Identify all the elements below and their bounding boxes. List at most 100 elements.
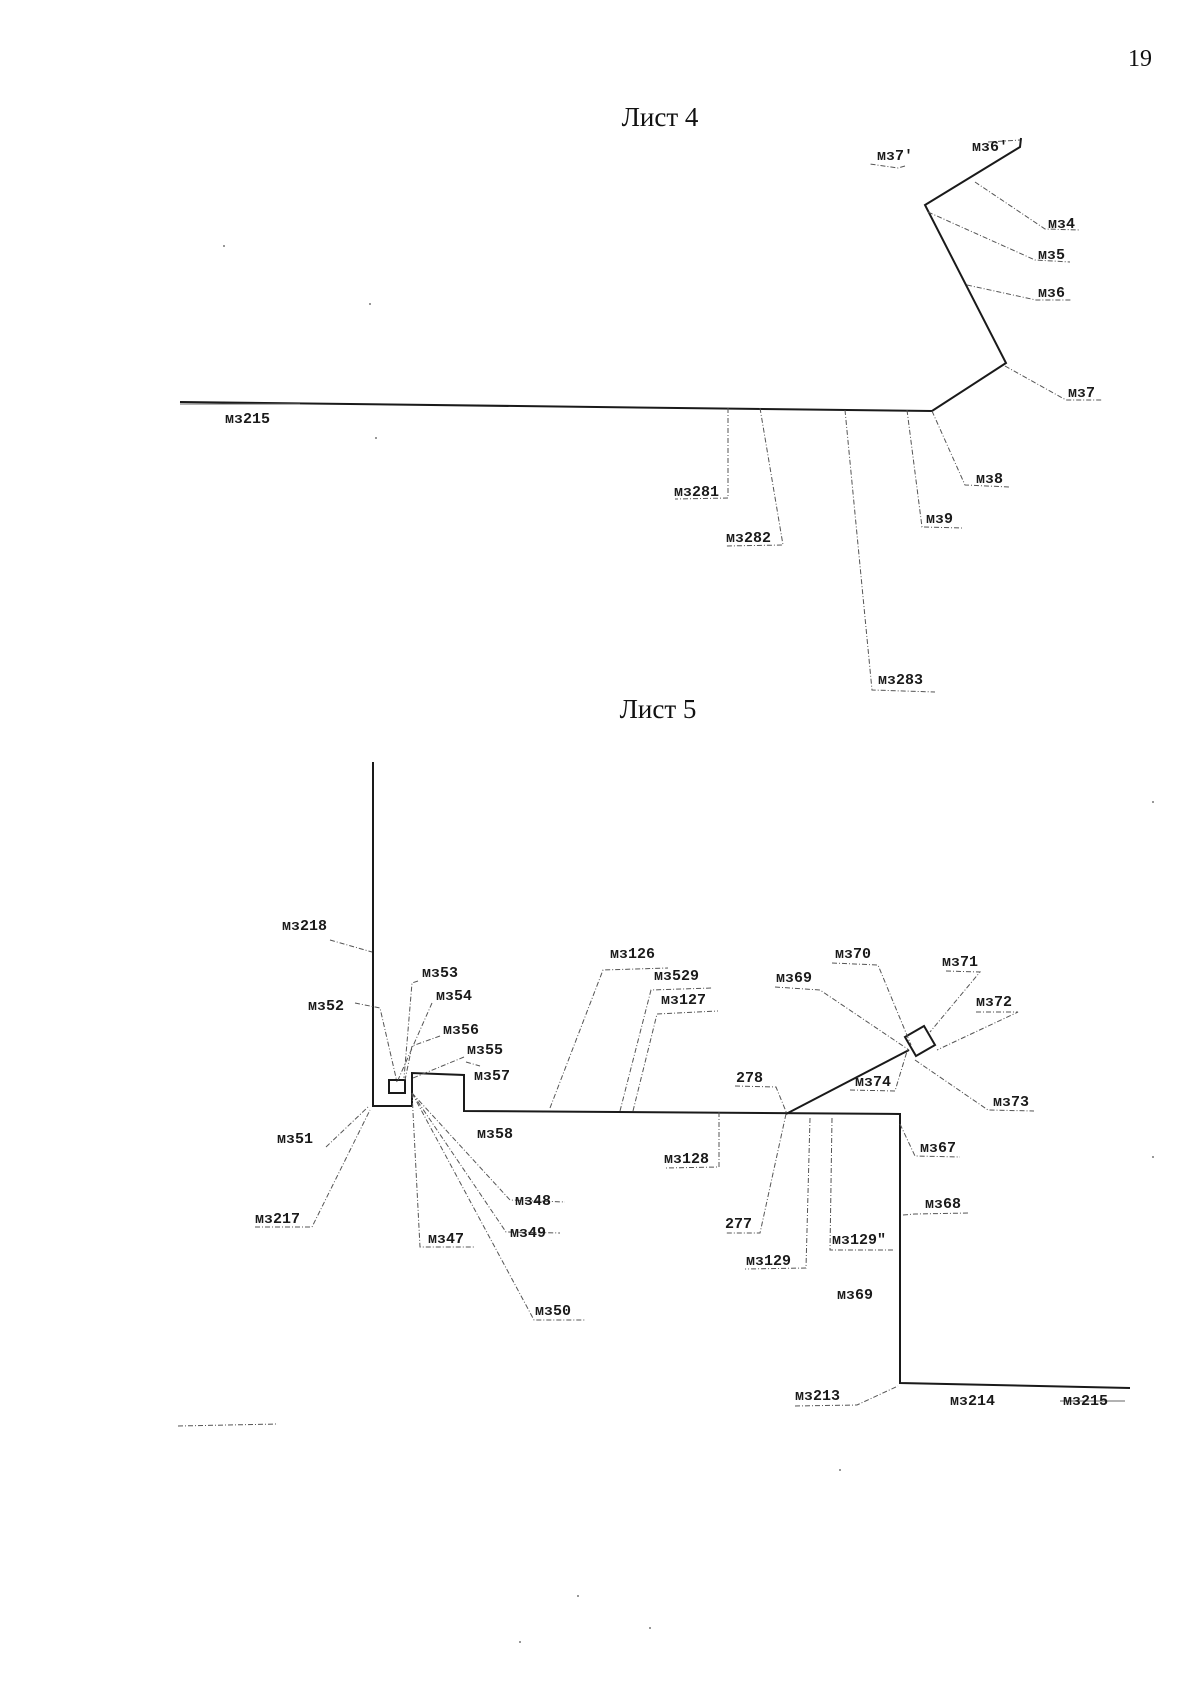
label-mz49: мз49 bbox=[510, 1225, 546, 1242]
leader-mz4 bbox=[974, 181, 1081, 231]
label-mz6p: мз6' bbox=[972, 139, 1008, 156]
label-mz73: мз73 bbox=[993, 1094, 1029, 1111]
label-mz127: мз127 bbox=[661, 992, 706, 1009]
label-mz67: мз67 bbox=[920, 1140, 956, 1157]
label-mz129: мз129 bbox=[746, 1253, 791, 1270]
leader-mz57 bbox=[465, 1061, 481, 1067]
leader-mz129 bbox=[744, 1117, 811, 1270]
leader-mz7 bbox=[1004, 365, 1102, 401]
valve-box-left bbox=[388, 1079, 406, 1094]
leader-mz69a bbox=[774, 986, 910, 1051]
leader-mz213 bbox=[794, 1385, 899, 1407]
label-mz53: мз53 bbox=[422, 965, 458, 982]
scan-speck bbox=[577, 1595, 579, 1597]
label-278: 278 bbox=[736, 1070, 763, 1087]
scan-speck bbox=[223, 245, 225, 247]
label-mz69-top: мз69 bbox=[776, 970, 812, 987]
label-mz215-sheet5: мз215 bbox=[1063, 1393, 1108, 1410]
leader-mz49 bbox=[411, 1092, 561, 1234]
label-mz74: мз74 bbox=[855, 1074, 891, 1091]
label-mz56: мз56 bbox=[443, 1022, 479, 1039]
leader-mz74 bbox=[849, 1047, 909, 1092]
leader-278 bbox=[734, 1085, 788, 1115]
label-mz8: мз8 bbox=[976, 471, 1003, 488]
leader-mz8 bbox=[931, 410, 1011, 488]
leader-mz126 bbox=[549, 967, 669, 1109]
label-mz54: мз54 bbox=[436, 988, 472, 1005]
leader-mz67 bbox=[899, 1123, 961, 1158]
label-mz58: мз58 bbox=[477, 1126, 513, 1143]
label-mz215-sheet4: мз215 bbox=[225, 411, 270, 428]
sheet5-vertical-main bbox=[372, 762, 412, 1107]
sheet-5-title: Лист 5 bbox=[619, 694, 697, 724]
label-mz218: мз218 bbox=[282, 918, 327, 935]
scan-speck bbox=[1152, 801, 1154, 803]
leader-mz55 bbox=[412, 1056, 465, 1079]
label-mz7p: мз7' bbox=[877, 148, 913, 165]
scan-artifacts bbox=[177, 245, 1154, 1643]
label-mz9: мз9 bbox=[926, 511, 953, 528]
sheet-4-title: Лист 4 bbox=[621, 102, 699, 132]
label-mz47: мз47 bbox=[428, 1231, 464, 1248]
leader-mz48 bbox=[411, 1092, 566, 1203]
label-mz69-bottom: мз69 bbox=[837, 1287, 873, 1304]
leader-mz218 bbox=[329, 939, 373, 953]
leader-mz283 bbox=[844, 409, 936, 693]
leader-mz50 bbox=[411, 1092, 585, 1321]
label-mz217: мз217 bbox=[255, 1211, 300, 1228]
leader-mz6 bbox=[966, 284, 1072, 301]
sheet5-loop-left bbox=[411, 1071, 1131, 1389]
label-277: 277 bbox=[725, 1216, 752, 1233]
label-mz529: мз529 bbox=[654, 968, 699, 985]
label-mz281: мз281 bbox=[674, 484, 719, 501]
label-mz5: мз5 bbox=[1038, 247, 1065, 264]
label-mz4: мз4 bbox=[1048, 216, 1075, 233]
scan-artifact-dash bbox=[177, 1423, 279, 1427]
label-mz214: мз214 bbox=[950, 1393, 995, 1410]
sheet4-main-line bbox=[179, 137, 1022, 413]
leader-mz51 bbox=[325, 1106, 369, 1148]
label-mz129pp: мз129" bbox=[832, 1232, 886, 1249]
leader-mz127 bbox=[632, 1010, 719, 1112]
scan-speck bbox=[369, 303, 371, 305]
label-mz282: мз282 bbox=[726, 530, 771, 547]
label-mz283: мз283 bbox=[878, 672, 923, 689]
leader-mz9 bbox=[906, 409, 963, 529]
label-mz48: мз48 bbox=[515, 1193, 551, 1210]
label-mz128: мз128 bbox=[664, 1151, 709, 1168]
label-mz55: мз55 bbox=[467, 1042, 503, 1059]
label-mz70: мз70 bbox=[835, 946, 871, 963]
leader-277 bbox=[725, 1113, 787, 1234]
leader-mz52 bbox=[354, 1002, 398, 1083]
leader-mz128 bbox=[663, 1112, 720, 1169]
label-mz6: мз6 bbox=[1038, 285, 1065, 302]
leader-mz5 bbox=[927, 211, 1071, 263]
leader-mz7p bbox=[869, 163, 906, 169]
label-mz71: мз71 bbox=[942, 954, 978, 971]
leader-mz282 bbox=[724, 407, 784, 547]
scan-speck bbox=[375, 437, 377, 439]
sheet-5-diagram: мз218 мз53 мз54 мз52 мз56 мз55 мз57 мз58… bbox=[255, 762, 1131, 1410]
label-mz7: мз7 bbox=[1068, 385, 1095, 402]
leader-mz71 bbox=[929, 970, 982, 1033]
label-mz213: мз213 bbox=[795, 1388, 840, 1405]
label-mz50: мз50 bbox=[535, 1303, 571, 1320]
scan-speck bbox=[519, 1641, 521, 1643]
label-mz126: мз126 bbox=[610, 946, 655, 963]
leader-mz217 bbox=[255, 1109, 371, 1228]
leader-mz281 bbox=[674, 408, 729, 500]
sheet-4-diagram: мз7' мз6' мз4 мз5 мз6 мз7 мз215 мз8 мз9 … bbox=[179, 137, 1102, 693]
label-mz52: мз52 bbox=[308, 998, 344, 1015]
page-number: 19 bbox=[1128, 46, 1152, 72]
leader-mz70 bbox=[831, 962, 912, 1046]
leader-mz47 bbox=[411, 1092, 475, 1248]
scan-speck bbox=[649, 1627, 651, 1629]
label-mz72: мз72 bbox=[976, 994, 1012, 1011]
valve-box-right bbox=[903, 1024, 937, 1058]
label-mz51: мз51 bbox=[277, 1131, 313, 1148]
leader-mz129pp bbox=[829, 1117, 895, 1251]
scan-speck bbox=[839, 1469, 841, 1471]
leader-mz68 bbox=[902, 1212, 969, 1216]
